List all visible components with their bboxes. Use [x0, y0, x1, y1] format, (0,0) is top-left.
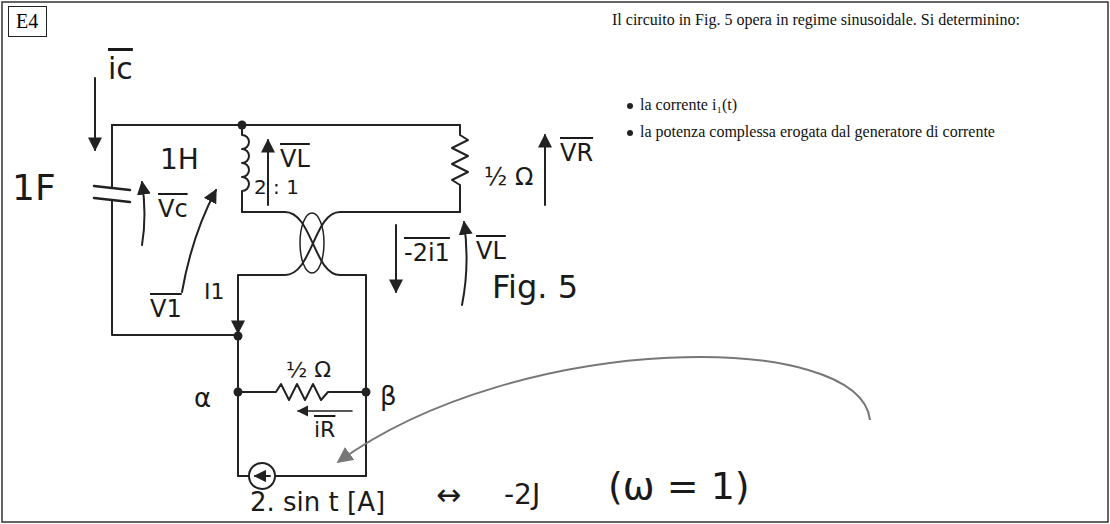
node-name: β: [380, 382, 397, 411]
figure-number: Fig. 5: [492, 270, 578, 305]
current-label: ic: [108, 52, 133, 85]
junction-dots: [234, 103, 634, 397]
source-arrow: [255, 475, 270, 477]
voltage-label: VR: [560, 140, 593, 166]
current-label: I1: [204, 280, 225, 304]
junction-dot: [238, 121, 247, 130]
statement-text: Il circuito in Fig. 5 opera in regime si…: [612, 10, 1102, 31]
capacitance-value: 1F: [12, 168, 56, 208]
wire: [238, 475, 366, 477]
question-item: la potenza complessa erogata dal generat…: [640, 122, 1080, 143]
resistance-value: ½ Ω: [484, 164, 533, 190]
tag-text: E4: [16, 10, 39, 33]
capacitor-symbol: [94, 186, 130, 202]
transformer-winding: [238, 212, 460, 476]
bullet: [627, 103, 633, 109]
voltage-label: VL: [280, 146, 310, 172]
bullet: [627, 130, 633, 136]
inductance-value: 1H: [160, 145, 199, 176]
resistor-symbol: [238, 384, 366, 400]
wire: [112, 125, 238, 335]
current-arrow: [395, 225, 397, 292]
voltage-arrow: [142, 182, 145, 245]
current-arrow: [237, 312, 239, 333]
junction-dot: [362, 388, 371, 397]
current-label: iR: [314, 418, 335, 442]
inductor-symbol: [242, 125, 249, 212]
wire: [112, 124, 460, 126]
voltage-label: Vc: [158, 196, 188, 222]
node-name: α: [194, 384, 211, 413]
junction-dot: [234, 332, 243, 341]
question-item: la corrente i₁(t): [640, 95, 1100, 116]
frequency-note: (ω = 1): [608, 466, 750, 508]
voltage-label: VL: [476, 238, 506, 264]
phasor-value: -2J: [504, 480, 540, 511]
equivalence-sign: ↔: [436, 478, 461, 511]
voltage-label: V1: [150, 296, 182, 322]
current-label: -2i1: [404, 240, 450, 266]
current-arrow: [298, 410, 352, 412]
resistor-symbol: [452, 125, 468, 212]
voltage-arrow: [544, 135, 546, 205]
junction-dot: [234, 388, 243, 397]
source-value: 2. sin t [A]: [250, 488, 385, 517]
pointer-arrow: [338, 357, 870, 462]
current-source: [249, 463, 275, 489]
turns-ratio: 2 : 1: [254, 176, 299, 198]
exercise-tag: E4: [8, 6, 47, 37]
transformer-core: [300, 213, 324, 273]
current-arrow: [94, 78, 96, 150]
transformer-winding: [242, 212, 366, 476]
resistance-value: ½ Ω: [286, 358, 331, 382]
voltage-arrow: [462, 222, 467, 305]
